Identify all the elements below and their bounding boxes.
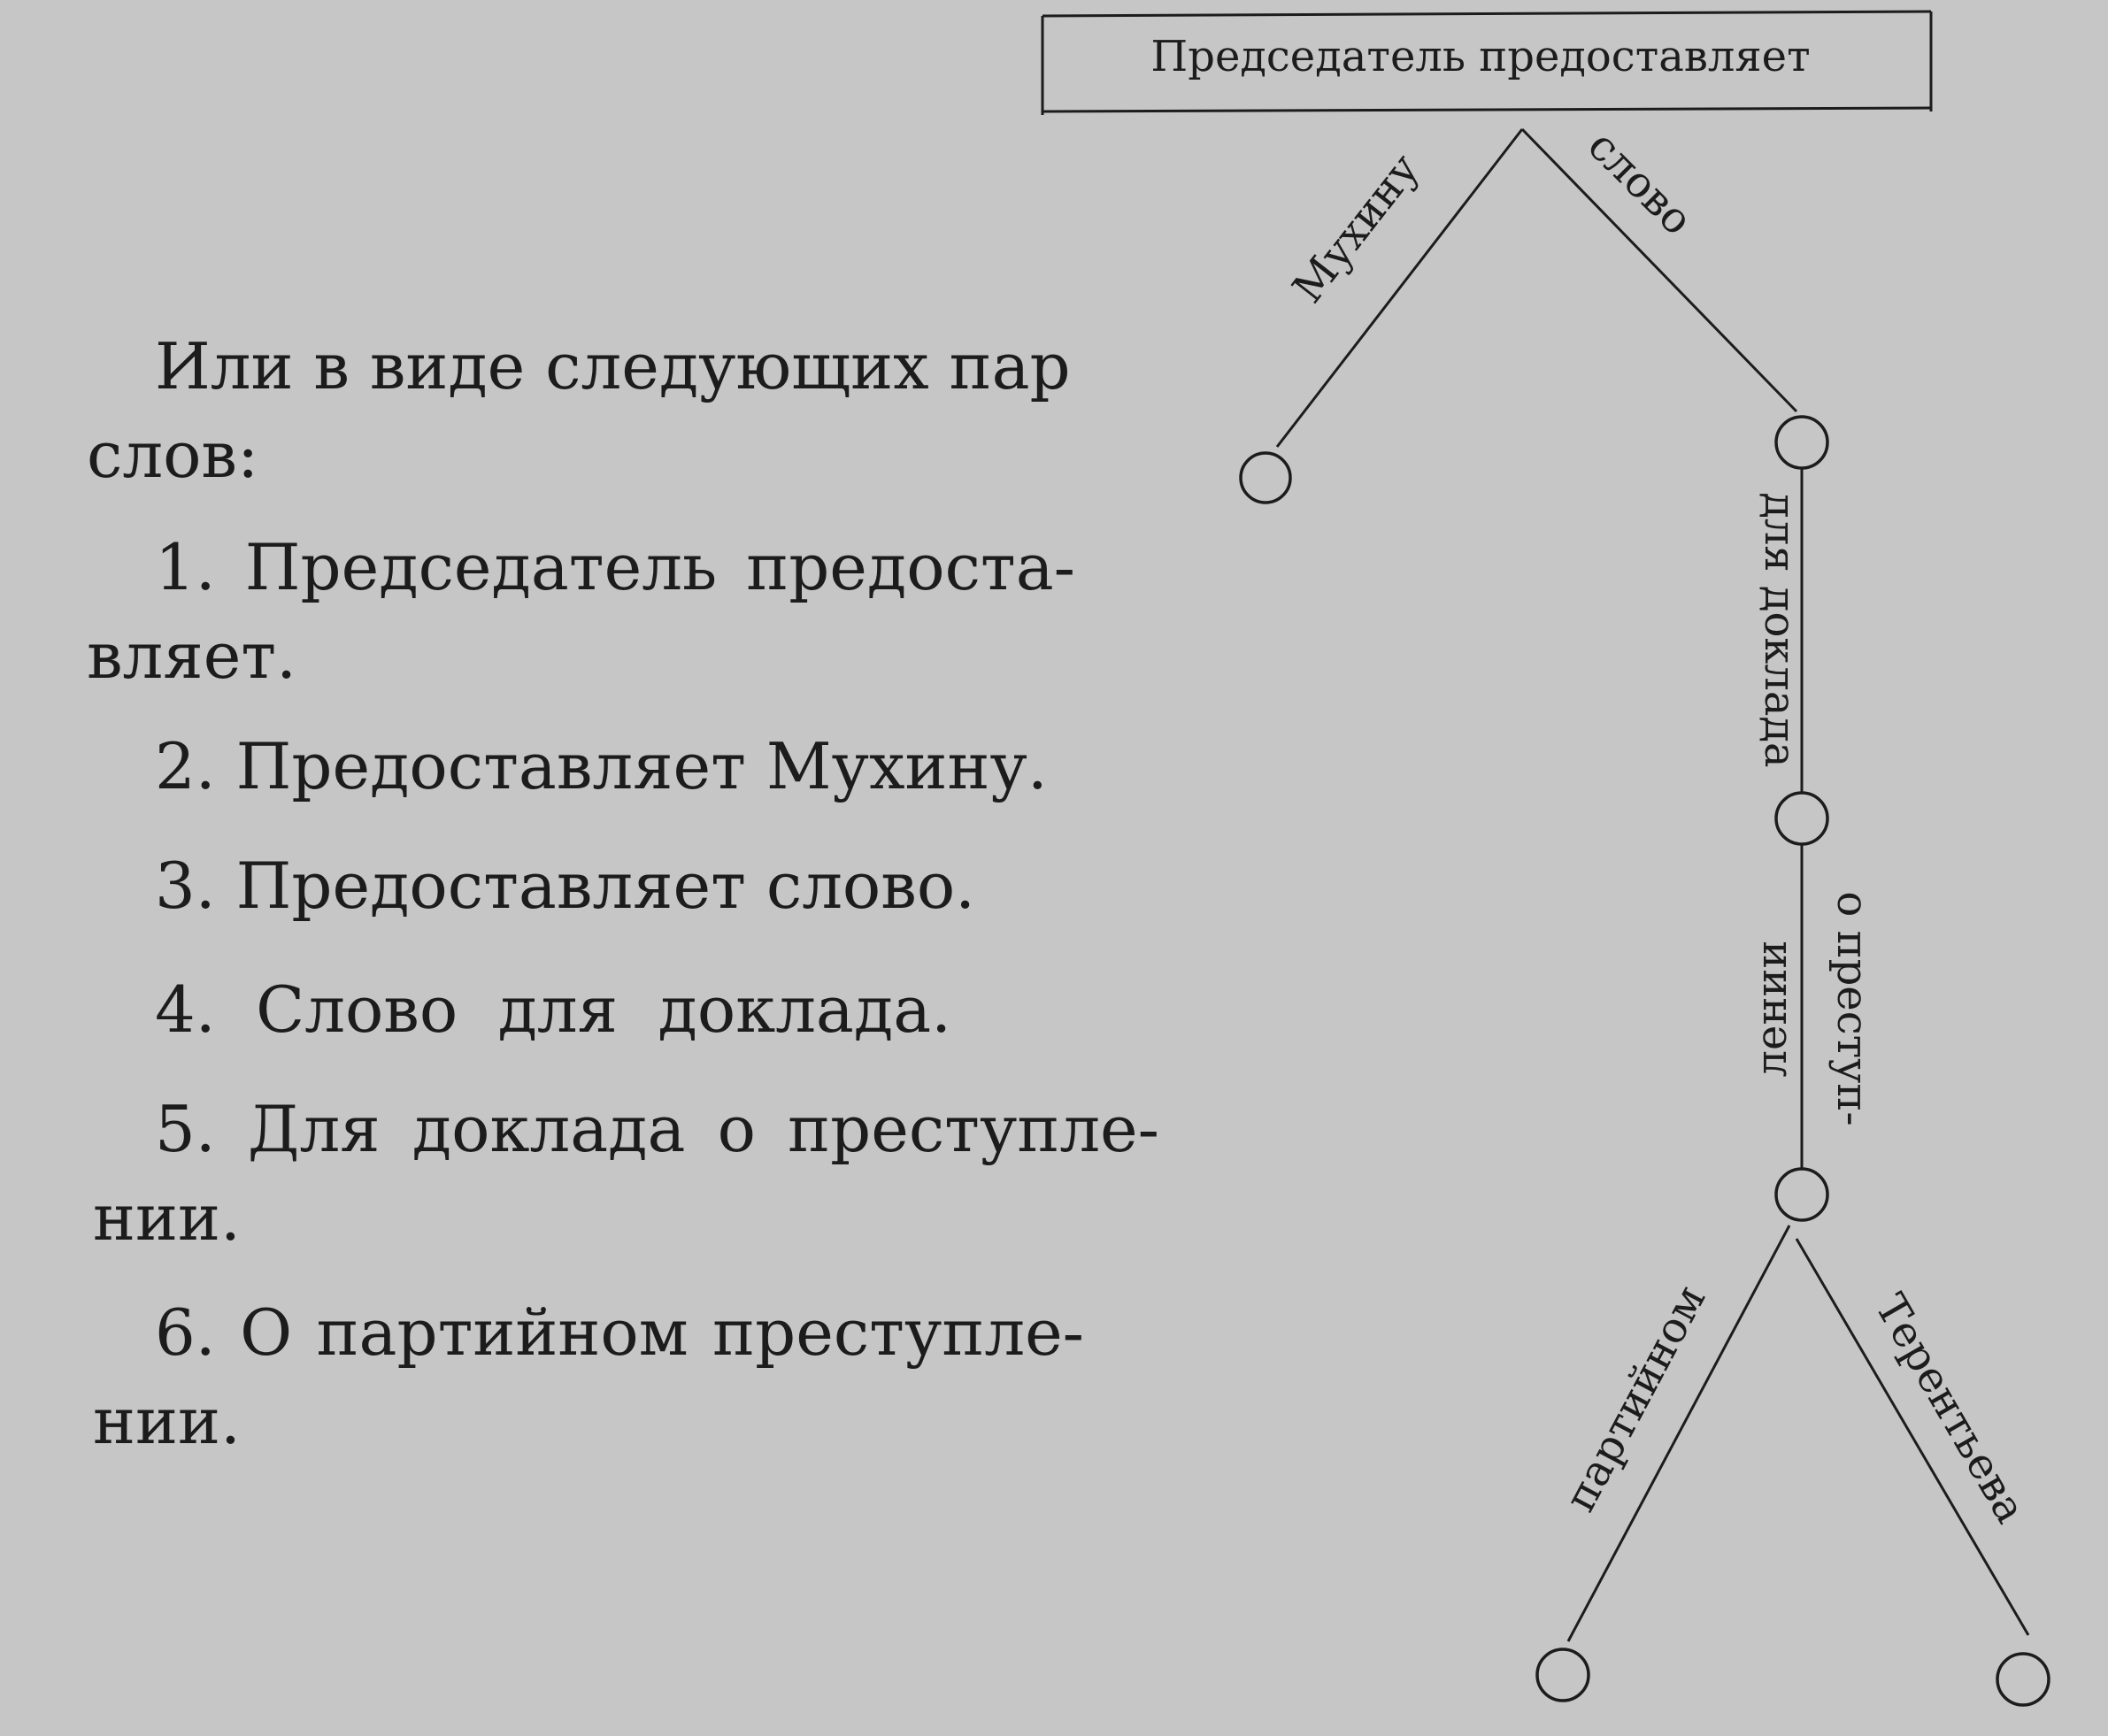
node-slovo bbox=[1774, 415, 1829, 470]
pair-6-line-1: 6. О партийном преступле- bbox=[155, 1301, 1084, 1364]
pair-6-text: О партийном преступле- bbox=[240, 1295, 1085, 1370]
intro-line-2: слов: bbox=[87, 418, 259, 492]
pair-4-number: 4. bbox=[155, 972, 216, 1047]
tree-nodes bbox=[1239, 415, 2050, 1707]
label-terentyeva: Терентьева bbox=[1866, 1286, 2036, 1532]
edge-bottom-left bbox=[1566, 1225, 1791, 1642]
label-o-prestup: о преступ- bbox=[1827, 891, 1877, 1125]
node-mukhinu bbox=[1239, 451, 1292, 504]
pair-6-line-2: нии. bbox=[93, 1384, 241, 1458]
pair-5-line-1: 5. Для доклада о преступле- bbox=[155, 1097, 1159, 1161]
label-mukhinu: Мухину bbox=[1283, 144, 1429, 311]
pair-6-number: 6. bbox=[155, 1295, 216, 1370]
pair-5-line-2: нии. bbox=[93, 1180, 241, 1255]
pair-3-text: Предоставляет слово. bbox=[235, 849, 976, 923]
pair-3-number: 3. bbox=[155, 849, 216, 923]
label-lenii: лении bbox=[1747, 941, 1796, 1078]
pair-3-line: 3. Предоставляет слово. bbox=[155, 854, 975, 918]
root-node: Председатель предоставляет bbox=[1041, 10, 1933, 115]
label-slovo: слово bbox=[1578, 121, 1702, 245]
pair-1-line-2: вляет. bbox=[87, 618, 297, 693]
pair-4-text: Слово для доклада. bbox=[256, 972, 951, 1047]
root-box-top-border bbox=[1042, 10, 1932, 18]
pairs-text: Или в виде следующих пар слов: 1. Предсе… bbox=[87, 329, 1159, 1458]
pair-4-line: 4. Слово для доклада. bbox=[155, 978, 951, 1041]
pair-2-number: 2. bbox=[155, 729, 216, 803]
edge-root-right bbox=[1520, 127, 1798, 413]
pair-1-number: 1. bbox=[155, 530, 216, 604]
root-box-bottom-border bbox=[1042, 106, 1932, 113]
edge-bottom-right bbox=[1795, 1238, 2030, 1636]
label-dlya-doklada: для доклада bbox=[1755, 492, 1804, 767]
pair-1-text: Председатель предоста- bbox=[244, 530, 1075, 604]
intro-line-1: Или в виде следующих пар bbox=[155, 329, 1071, 403]
pair-2-line: 2. Предоставляет Мухину. bbox=[155, 734, 1048, 798]
pair-1-line-1: 1. Председатель предоста- bbox=[155, 535, 1075, 599]
node-partiynom bbox=[1535, 1648, 1590, 1702]
node-terentyeva bbox=[1996, 1652, 2050, 1707]
pair-2-text: Предоставляет Мухину. bbox=[235, 729, 1048, 803]
node-prestuplenii bbox=[1774, 1167, 1829, 1222]
pair-5-text: Для доклада о преступле- bbox=[247, 1092, 1159, 1166]
tree-edge-labels: Мухину слово для доклада о преступ- лени… bbox=[1283, 121, 2035, 1532]
root-label: Председатель предоставляет bbox=[1150, 32, 1810, 81]
tree-edges bbox=[1275, 127, 2030, 1642]
pair-5-number: 5. bbox=[155, 1092, 216, 1166]
label-partiynom: партийном bbox=[1555, 1278, 1715, 1520]
edge-root-left bbox=[1275, 128, 1524, 448]
node-doklada bbox=[1774, 791, 1829, 846]
